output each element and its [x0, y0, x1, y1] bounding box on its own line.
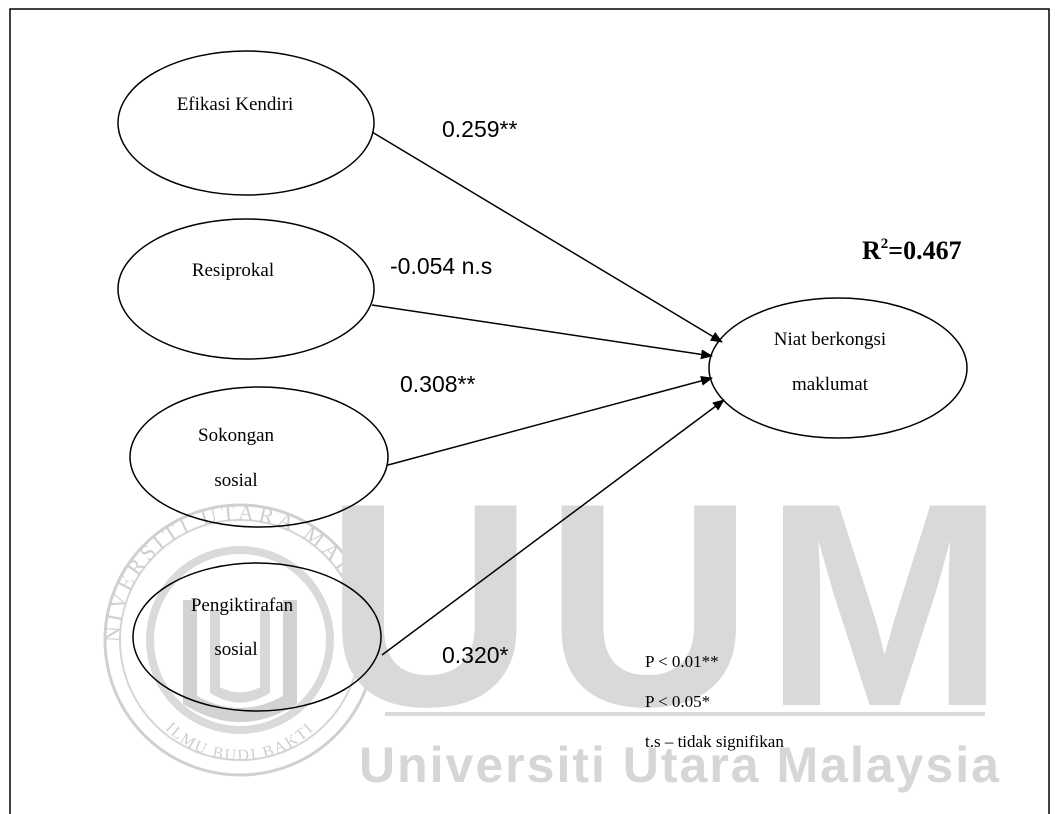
- label-niat-line2: maklumat: [792, 374, 869, 395]
- watermark-divider: [385, 712, 985, 716]
- legend-p-005: P < 0.05*: [645, 692, 710, 711]
- r-squared-value: =0.467: [888, 236, 961, 265]
- coefficient-resiprokal: -0.054 n.s: [390, 253, 492, 279]
- legend-p-001: P < 0.01**: [645, 652, 719, 671]
- label-sokongan-line2: sosial: [214, 470, 257, 491]
- construct-sokongan-sosial: [129, 386, 389, 528]
- construct-pengiktirafan-sosial: [132, 562, 382, 712]
- path-resiprokal-to-niat: [371, 304, 713, 360]
- path-sokongan-to-niat: [387, 376, 713, 466]
- label-pengiktirafan-line1: Pengiktirafan: [191, 595, 294, 616]
- diagram-frame: [9, 8, 1050, 814]
- coefficient-sokongan: 0.308**: [400, 371, 476, 397]
- coefficient-pengiktirafan: 0.320*: [442, 642, 509, 668]
- r-squared-superscript: 2: [881, 236, 889, 252]
- r-squared-label: R: [862, 236, 881, 265]
- construct-niat-berkongsi-maklumat: [708, 297, 968, 439]
- legend-ts: t.s – tidak signifikan: [645, 732, 784, 751]
- coefficient-efikasi: 0.259**: [442, 116, 518, 142]
- label-efikasi-kendiri: Efikasi Kendiri: [177, 94, 294, 115]
- watermark-seal: UNIVERSITI UTARA MALAYSIA ILMU BUDI BAKT…: [0, 0, 377, 777]
- label-resiprokal: Resiprokal: [192, 260, 274, 281]
- construct-resiprokal: [117, 218, 375, 360]
- label-niat-line1: Niat berkongsi: [774, 329, 886, 350]
- r-squared: R2=0.467: [862, 236, 962, 265]
- label-sokongan-line1: Sokongan: [198, 425, 275, 446]
- watermark-university-name: Universiti Utara Malaysia: [359, 737, 1001, 793]
- watermark-wordmark: UUM: [325, 443, 1015, 767]
- path-pengiktirafan-to-niat: [381, 399, 725, 656]
- construct-efikasi-kendiri: [117, 50, 375, 196]
- path-efikasi-to-niat: [371, 131, 723, 343]
- label-pengiktirafan-line2: sosial: [214, 639, 257, 660]
